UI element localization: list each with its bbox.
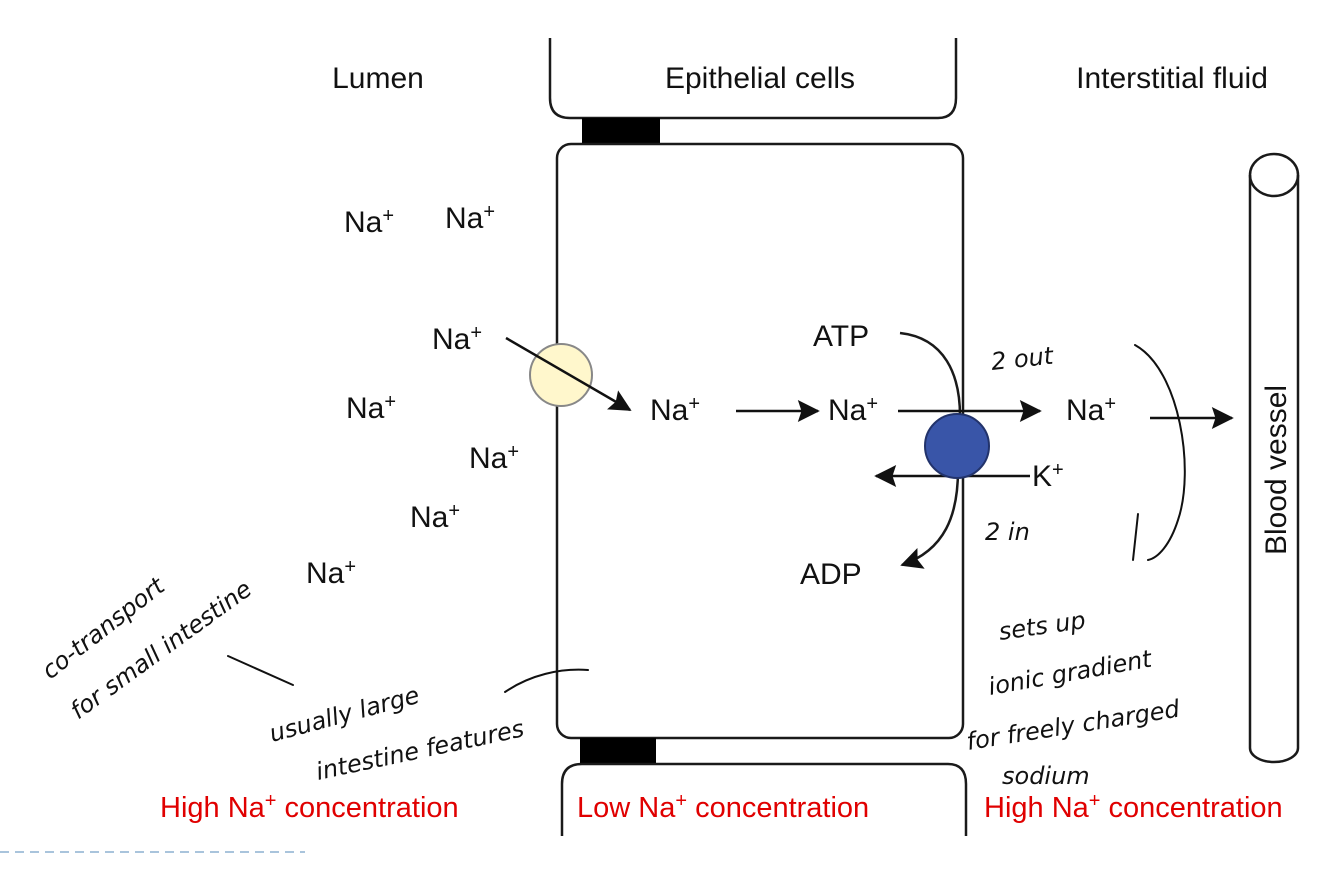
lumen-na-ion-4: Na+ <box>346 391 396 425</box>
atp-arc <box>899 331 962 417</box>
handwritten-two-out: 2 out <box>990 341 1056 376</box>
interstitial-fluid-label: Interstitial fluid <box>1076 62 1268 95</box>
na-k-pump <box>924 413 990 479</box>
adp-label: ADP <box>800 558 862 591</box>
tight-junction-bottom <box>580 738 656 764</box>
handwritten-sets-line1: sets up <box>997 606 1087 646</box>
tight-junction-top <box>582 118 660 144</box>
handwritten-usually-line1: usually large <box>266 681 422 748</box>
lumen-na-ion-5: Na+ <box>469 441 519 475</box>
upper-cell-outline <box>548 38 958 120</box>
lower-cell-outline <box>560 762 968 836</box>
handwritten-tick <box>1132 513 1139 561</box>
cell-na-ion-2: Na+ <box>828 393 878 427</box>
lumen-na-ion-2: Na+ <box>445 201 495 235</box>
interstitial-concentration-label: High Na+ concentration <box>984 790 1283 824</box>
lumen-label: Lumen <box>332 62 424 95</box>
handwritten-sets-line4: sodium <box>1002 762 1090 790</box>
lumen-concentration-label: High Na+ concentration <box>160 790 459 824</box>
cotransport-arrow <box>505 336 632 412</box>
handwritten-underline-middle <box>504 668 589 693</box>
adp-arc <box>900 469 960 569</box>
handwritten-sets-line3: for freely charged <box>965 694 1183 755</box>
handwritten-underline-left <box>227 655 294 686</box>
epithelial-cell <box>555 142 965 740</box>
cell-na-ion-1: Na+ <box>650 393 700 427</box>
handwritten-two-in: 2 in <box>985 518 1030 546</box>
lumen-na-ion-3: Na+ <box>432 322 482 356</box>
blood-vessel-label: Blood vessel <box>1260 385 1293 555</box>
blood-vessel: Blood vessel <box>1248 152 1300 764</box>
atp-label: ATP <box>813 320 869 353</box>
lumen-na-ion-7: Na+ <box>306 556 356 590</box>
cotransporter-channel <box>529 343 593 407</box>
lumen-na-ion-1: Na+ <box>344 205 394 239</box>
interstitial-na-ion: Na+ <box>1066 393 1116 427</box>
epithelial-cells-label: Epithelial cells <box>665 62 855 95</box>
cell-concentration-label: Low Na+ concentration <box>577 790 869 824</box>
handwritten-bracket <box>1134 344 1186 561</box>
handwritten-sets-line2: ionic gradient <box>986 644 1155 701</box>
lumen-na-ion-6: Na+ <box>410 500 460 534</box>
k-ion: K+ <box>1032 459 1064 493</box>
